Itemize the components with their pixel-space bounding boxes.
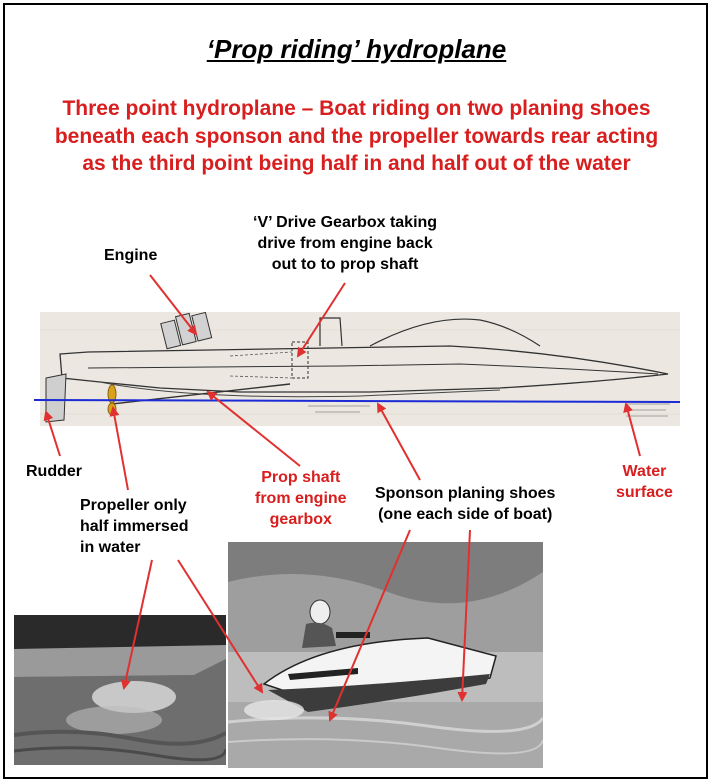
prop-shaft-label-line-3: gearbox <box>269 510 332 528</box>
prop-shaft-label-line-2: from engine <box>255 489 347 507</box>
engine-label: Engine <box>104 247 158 264</box>
water-surface-label-line-2: surface <box>616 483 673 501</box>
subtitle-line-2: beneath each sponson and the propeller t… <box>54 124 659 148</box>
gearbox-label-line-2: drive from engine back <box>257 234 433 252</box>
prop-shaft-line <box>111 383 291 405</box>
hydroplane-side-drawing <box>40 311 680 426</box>
rudder-label: Rudder <box>26 463 82 480</box>
sponson-label-line-1: Sponson planing shoes <box>375 485 556 502</box>
propeller-closeup-photo <box>14 615 226 765</box>
gearbox-label-line-1: ‘V’ Drive Gearbox taking <box>253 214 438 231</box>
water-surface-label: Water surface <box>616 462 673 504</box>
propeller-label: Propeller only half immersed in water <box>80 496 188 558</box>
page-title: ‘Prop riding’ hydroplane <box>206 34 507 64</box>
page-border <box>3 3 708 779</box>
propeller-label-line-1: Propeller only <box>80 497 187 514</box>
propeller-label-line-2: half immersed <box>80 517 189 535</box>
sponson-label-line-2: (one each side of boat) <box>378 505 553 523</box>
hydroplane-running-photo <box>228 542 543 768</box>
propeller-label-line-3: in water <box>80 538 141 556</box>
subtitle-line-1: Three point hydroplane – Boat riding on … <box>62 97 651 120</box>
gearbox-label: ‘V’ Drive Gearbox taking drive from engi… <box>253 213 437 275</box>
subtitle: Three point hydroplane – Boat riding on … <box>20 95 693 178</box>
engine-shape <box>160 311 213 350</box>
water-surface-label-line-1: Water <box>622 463 667 480</box>
prop-shaft-label-line-1: Prop shaft <box>261 469 341 486</box>
hydroplane-drawing-svg <box>40 311 680 423</box>
sponson-label: Sponson planing shoes (one each side of … <box>375 484 555 526</box>
rudder-shape <box>45 373 67 423</box>
propeller-shape <box>107 384 117 404</box>
gearbox-label-line-3: out to to prop shaft <box>271 255 419 273</box>
hull-outline <box>59 345 669 393</box>
subtitle-line-3: as the third point being half in and hal… <box>82 152 631 176</box>
gearbox-shape <box>291 341 309 379</box>
prop-shaft-label: Prop shaft from engine gearbox <box>255 468 347 530</box>
